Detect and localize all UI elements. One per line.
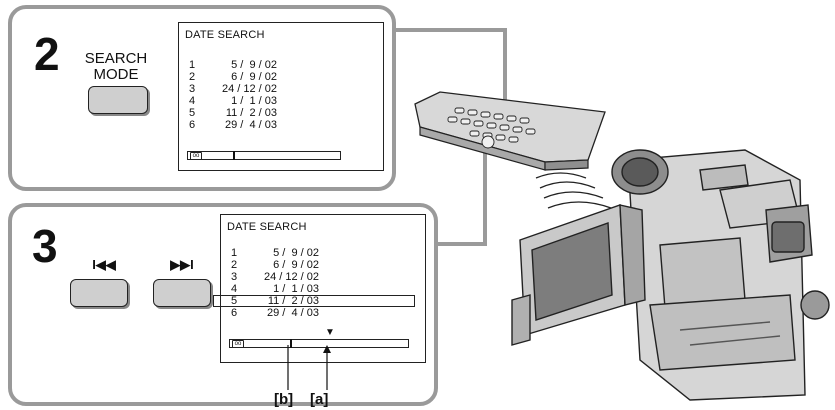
date-list-row: 5 11 / 2 / 03 [179,107,383,119]
cassette-icon: oo [190,152,202,160]
remote-control-icon [414,91,606,171]
infrared-waves-icon [535,172,612,209]
date-list-row: 6 29 / 4 / 03 [179,119,383,131]
date-row-index: 3 [231,271,238,283]
date-row-value: 24 / 12 / 02 [221,83,277,95]
marker-b-label: [b] [274,391,294,408]
date-row-index: 2 [231,259,238,271]
date-list-row: 3 24 / 12 / 02 [179,83,383,95]
date-row-value: 1 / 1 / 03 [273,283,319,295]
step-3-panel: 3 I◀◀ ▶▶I DATE SEARCH 1 5 / 9 / 02 2 6 / 9 … [8,203,438,408]
date-list-row: 6 29 / 4 / 03 [221,307,425,319]
search-mode-button[interactable] [88,86,148,114]
date-row-index: 5 [189,107,196,119]
selected-date-highlight [213,295,415,307]
date-search-title: DATE SEARCH [227,221,307,233]
current-position-mark [233,151,235,160]
search-mode-caption-line2: MODE [93,66,139,83]
date-row-value: 29 / 4 / 03 [225,119,277,131]
marker-lines [287,345,331,390]
cassette-icon: oo [232,340,244,348]
date-row-index: 5 [231,295,238,307]
previous-date-button[interactable] [70,279,128,307]
date-row-value: 24 / 12 / 02 [263,271,319,283]
search-mode-caption-line1: SEARCH [84,50,148,67]
date-list-row: 4 1 / 1 / 03 [221,283,425,295]
date-list-row: 1 5 / 9 / 02 [179,59,383,71]
date-row-value: 5 / 9 / 02 [273,247,319,259]
camcorder-icon [511,149,830,401]
date-row-index: 6 [231,307,238,319]
step-2-number: 2 [34,28,60,80]
rewind-symbol-label: I◀◀ [92,257,116,272]
date-row-value: 6 / 9 / 02 [231,71,277,83]
date-list-row: 1 5 / 9 / 02 [221,247,425,259]
forward-symbol-label: ▶▶I [170,257,194,272]
date-row-index: 6 [189,119,196,131]
step-3-number: 3 [32,220,58,272]
date-list-row: 4 1 / 1 / 03 [179,95,383,107]
tape-position-bar: oo [187,151,341,160]
date-row-value: 5 / 9 / 02 [231,59,277,71]
date-list-row: 2 6 / 9 / 02 [179,71,383,83]
date-search-title: DATE SEARCH [185,29,265,41]
tape-position-bar: oo [229,339,409,348]
date-row-index: 4 [231,283,238,295]
date-row-index: 2 [189,71,196,83]
date-row-value: 1 / 1 / 03 [231,95,277,107]
date-row-index: 1 [231,247,238,259]
next-date-button[interactable] [153,279,211,307]
date-row-index: 4 [189,95,196,107]
step-2-panel: 2 SEARCH MODE DATE SEARCH 1 5 / 9 / 02 2 6 … [8,5,396,191]
step-2-date-search-screen: DATE SEARCH 1 5 / 9 / 02 2 6 / 9 / 02 3 24 / … [178,22,384,171]
marker-a-label: [a] [310,391,329,408]
date-list-row: 3 24 / 12 / 02 [221,271,425,283]
search-mode-caption: SEARCH MODE [76,51,156,83]
date-list-row: 5 11 / 2 / 03 [221,295,425,307]
date-list-row: 2 6 / 9 / 02 [221,259,425,271]
step-3-date-search-screen: DATE SEARCH 1 5 / 9 / 02 2 6 / 9 / 02 3 24 / … [213,214,426,363]
date-row-value: 11 / 2 / 03 [267,295,319,307]
current-position-mark [290,339,292,348]
date-row-value: 11 / 2 / 03 [225,107,277,119]
date-row-index: 3 [189,83,196,95]
date-row-value: 6 / 9 / 02 [273,259,319,271]
date-row-value: 29 / 4 / 03 [267,307,319,319]
date-row-index: 1 [189,59,196,71]
target-position-triangle-icon: ▼ [325,327,335,338]
